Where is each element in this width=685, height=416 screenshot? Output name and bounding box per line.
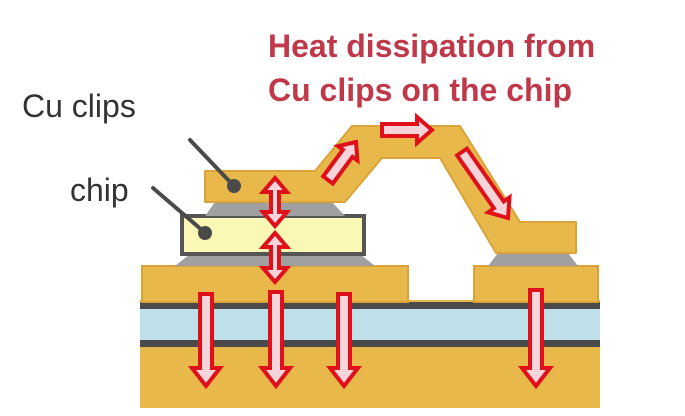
heat-arrow-down-1	[187, 292, 225, 390]
chip-label: chip	[70, 172, 129, 208]
heat-arrow-down-4	[517, 288, 555, 390]
chip-leader-dot	[198, 226, 212, 240]
substrate-insulating-layer	[140, 309, 600, 340]
substrate-line-top	[140, 302, 600, 309]
heat-arrow-up-down-upper	[258, 174, 292, 230]
cu-clips-label: Cu clips	[22, 88, 136, 124]
cu-clip	[204, 125, 577, 254]
solder-bottom-right	[488, 253, 578, 266]
diagram-title-line-2: Cu clips on the chip	[268, 72, 573, 108]
heat-arrow-clip-top	[380, 112, 436, 148]
heat-arrow-up-down-lower	[258, 229, 292, 286]
substrate-line-bottom	[140, 340, 600, 347]
heat-arrow-clip-rise	[320, 139, 360, 187]
heat-arrow-down-3	[325, 292, 363, 390]
chip-leader-line	[151, 186, 205, 233]
cu-clips-leader-dot	[227, 179, 241, 193]
substrate	[140, 300, 600, 408]
diagram-title-line-1: Heat dissipation from	[268, 28, 596, 64]
heat-arrow-down-2	[257, 290, 295, 390]
heat-flow-arrows	[187, 112, 555, 390]
cu-clips-leader-line	[188, 138, 234, 186]
heat-arrow-clip-descend	[454, 145, 512, 221]
